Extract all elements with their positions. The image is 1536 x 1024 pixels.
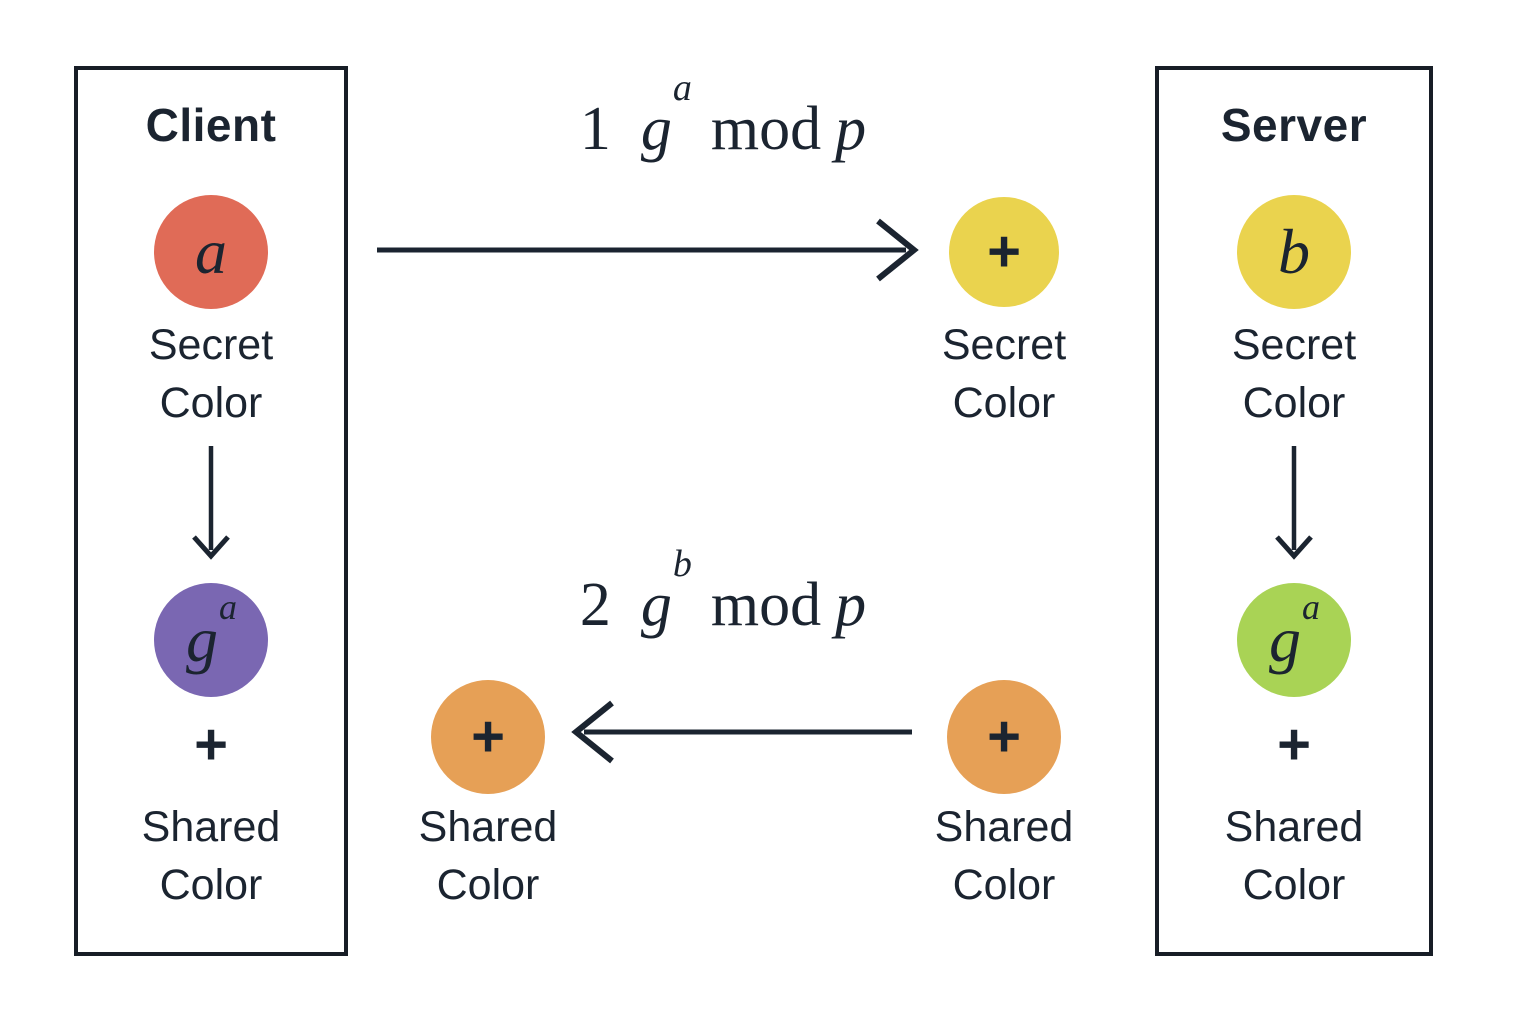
step-number: 1 xyxy=(579,95,611,163)
exp-superscript: a xyxy=(1302,586,1320,627)
formula-exponent: a xyxy=(672,67,692,110)
client-secret-color-circle: a xyxy=(154,195,268,309)
client-shared-key-circle: + xyxy=(431,680,545,794)
server-secret-symbol: b xyxy=(1278,216,1310,287)
label-line: Secret xyxy=(1231,321,1357,369)
label-line: Color xyxy=(159,379,263,427)
exp-superscript: a xyxy=(219,586,237,627)
label-line: Shared xyxy=(418,803,558,851)
formula-base: g xyxy=(640,571,672,639)
client-plus-sign: + xyxy=(194,712,228,777)
message-1-right-arrow-icon xyxy=(377,218,919,282)
client-secret-color-label: Secret Color xyxy=(78,316,344,432)
server-panel-title: Server xyxy=(1220,99,1368,151)
label-line: Color xyxy=(952,861,1056,909)
client-panel-title: Client xyxy=(145,99,277,151)
client-panel: Client a Secret Color ga + Shared Color xyxy=(74,66,348,956)
client-shared-color-label: Shared Color xyxy=(78,798,344,914)
formula-modulus: p xyxy=(835,571,867,639)
server-plus-sign: + xyxy=(1277,712,1311,777)
label-line: Shared xyxy=(1224,803,1364,851)
received-secret-color-label: Secret Color xyxy=(904,316,1104,432)
plus-mix-symbol: + xyxy=(987,704,1021,769)
label-line: Color xyxy=(952,379,1056,427)
exp-base: g xyxy=(186,604,218,675)
server-panel: Server b Secret Color ga + Shared Color xyxy=(1155,66,1433,956)
server-secret-color-circle: b xyxy=(1237,195,1351,309)
server-mixed-symbol: ga xyxy=(1269,589,1320,672)
label-line: Shared xyxy=(141,803,281,851)
plus-mix-symbol: + xyxy=(471,704,505,769)
exp-base: g xyxy=(1269,604,1301,675)
formula-exponent: b xyxy=(672,543,692,586)
label-line: Color xyxy=(436,861,540,909)
client-mixed-color-circle: ga xyxy=(154,583,268,697)
client-mixed-symbol: ga xyxy=(186,589,237,672)
step-number: 2 xyxy=(579,571,611,639)
label-line: Secret xyxy=(941,321,1067,369)
server-shared-key-label: Shared Color xyxy=(904,798,1104,914)
formula-mod-operator: mod xyxy=(710,571,822,639)
server-secret-color-label: Secret Color xyxy=(1159,316,1429,432)
label-line: Color xyxy=(1242,379,1346,427)
server-mixed-color-circle: ga xyxy=(1237,583,1351,697)
label-line: Secret xyxy=(148,321,274,369)
received-secret-color-circle: + xyxy=(949,197,1059,307)
formula-mod-operator: mod xyxy=(710,95,822,163)
message-2-left-arrow-icon xyxy=(571,700,912,764)
label-line: Color xyxy=(1242,861,1346,909)
server-shared-color-label: Shared Color xyxy=(1159,798,1429,914)
formula-modulus: p xyxy=(835,95,867,163)
client-secret-symbol: a xyxy=(195,216,227,287)
server-shared-key-circle: + xyxy=(947,680,1061,794)
label-line: Shared xyxy=(934,803,1074,851)
plus-mix-symbol: + xyxy=(987,219,1021,284)
label-line: Color xyxy=(159,861,263,909)
formula-base: g xyxy=(640,95,672,163)
client-shared-key-label: Shared Color xyxy=(388,798,588,914)
